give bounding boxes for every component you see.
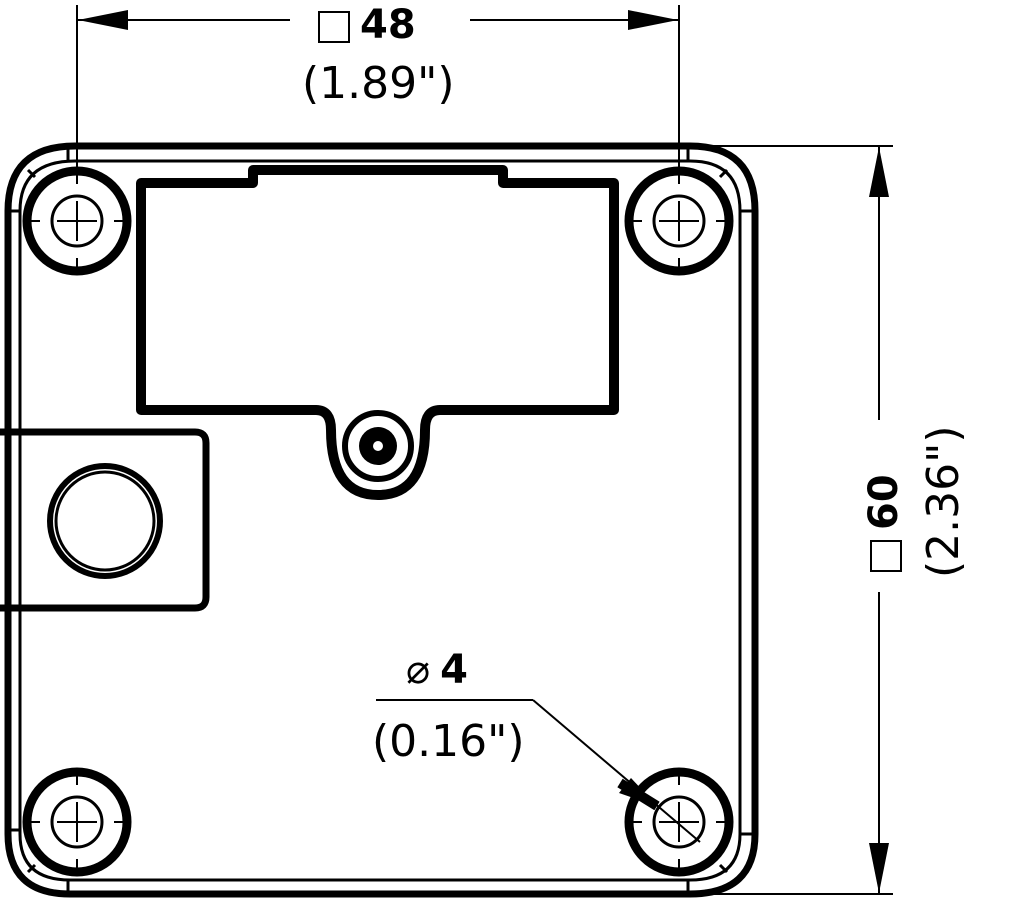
hole-spacing-inches: (1.89") <box>302 58 455 109</box>
hole-diameter-label: ⌀4 <box>406 650 468 690</box>
connector-window <box>136 165 619 500</box>
hole-diameter-inches: (0.16") <box>372 716 525 767</box>
diameter-symbol-icon: ⌀ <box>406 647 431 693</box>
hole-spacing-mm: 48 <box>360 2 416 48</box>
body-size-label: 60 <box>861 474 907 572</box>
mounting-hole-top-left <box>22 166 132 276</box>
hole-diameter-mm: 4 <box>440 647 468 693</box>
body-size-inches: (2.36") <box>918 425 969 578</box>
square-symbol-icon <box>318 11 350 43</box>
center-fastener <box>342 410 414 482</box>
side-tab <box>0 428 210 612</box>
hole-spacing-label: 48 <box>318 5 416 45</box>
diameter-leader <box>376 699 701 843</box>
dimension-line-vertical <box>700 145 893 895</box>
mounting-hole-bottom-right <box>624 767 734 877</box>
body-size-mm: 60 <box>861 474 907 530</box>
mounting-hole-bottom-left <box>22 767 132 877</box>
plate-outline <box>4 142 759 898</box>
square-symbol-icon <box>870 540 902 572</box>
mounting-hole-top-right <box>624 166 734 276</box>
dimension-line-horizontal <box>76 5 680 180</box>
